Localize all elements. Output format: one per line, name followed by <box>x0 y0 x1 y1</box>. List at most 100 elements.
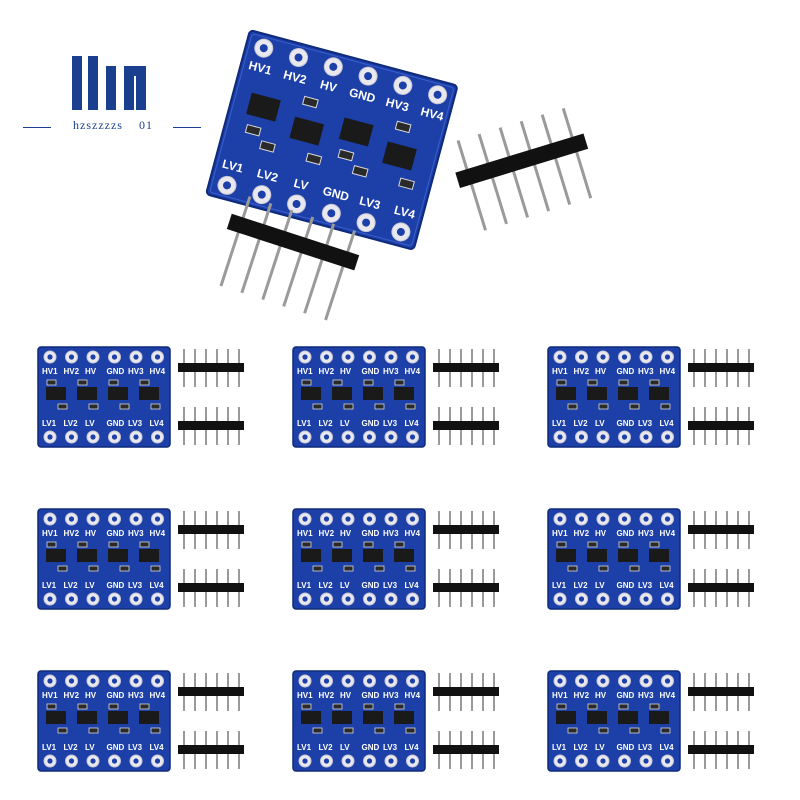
pad-hole-bottom-1 <box>68 596 75 602</box>
pad-hole-bottom-2 <box>600 758 606 764</box>
pad-hole-top-5 <box>409 516 416 522</box>
pad-hole-top-2 <box>600 516 606 522</box>
tile-label-top-5: HV4 <box>405 691 421 700</box>
hero-label-lv: LV <box>292 176 310 193</box>
tile-label-bottom-2: LV <box>340 743 350 752</box>
resistor-top-0 <box>46 379 57 386</box>
pad-hole-bottom-3 <box>621 434 628 440</box>
resistor-bottom-0 <box>312 565 323 572</box>
mosfet-chip-2 <box>108 549 128 562</box>
pad-hole-top-0 <box>557 678 563 684</box>
pad-hole-bottom-1 <box>323 758 330 764</box>
resistor-bottom-2 <box>374 727 385 734</box>
logo-brand-text: hzszzzzs <box>73 118 123 132</box>
mosfet-chip-3 <box>649 387 669 400</box>
tile-label-top-4: HV3 <box>383 367 399 376</box>
pad-hole-bottom-0 <box>557 758 563 764</box>
tile-label-bottom-1: LV2 <box>319 743 334 752</box>
tile-label-top-2: HV <box>595 691 607 700</box>
resistor-bottom-1 <box>343 565 354 572</box>
pad-hole-top-4 <box>388 678 394 684</box>
pad-hole-top-1 <box>68 678 75 684</box>
mosfet-chip-2 <box>618 387 638 400</box>
hero-label-hv: HV <box>319 77 339 95</box>
tile-label-top-1: HV2 <box>319 529 335 538</box>
header-body-bottom <box>433 421 499 430</box>
tile-label-top-5: HV4 <box>405 529 421 538</box>
tile-label-bottom-2: LV <box>340 419 350 428</box>
pad-hole-bottom-5 <box>409 758 416 764</box>
header-body-top <box>178 363 244 372</box>
tile-label-top-3: GND <box>617 367 635 376</box>
tile-label-bottom-0: LV1 <box>297 419 312 428</box>
hero-components <box>244 92 417 191</box>
pad-hole-top-4 <box>133 678 139 684</box>
tile-label-top-4: HV3 <box>638 367 654 376</box>
pad-hole-bottom-2 <box>345 434 351 440</box>
tile-label-bottom-5: LV4 <box>150 581 165 590</box>
pad-hole-top-4 <box>643 354 649 360</box>
resistor-bottom-0 <box>57 565 68 572</box>
pad-hole-bottom-5 <box>409 434 416 440</box>
pad-hole-top-4 <box>643 516 649 522</box>
header-body-top <box>433 687 499 696</box>
pad-hole-top-3 <box>366 354 373 360</box>
resistor-bottom-3 <box>405 727 416 734</box>
pad-hole-top-0 <box>302 516 308 522</box>
resistor-top-1 <box>77 541 88 548</box>
pad-hole-bottom-3 <box>621 758 628 764</box>
tile-label-bottom-5: LV4 <box>405 743 420 752</box>
pad-hole-bottom-2 <box>600 596 606 602</box>
pad-hole-bottom-5 <box>154 758 161 764</box>
hero-top-pads <box>254 38 448 105</box>
tile-label-top-1: HV2 <box>64 367 80 376</box>
tile-label-bottom-1: LV2 <box>574 419 589 428</box>
tile-label-top-3: GND <box>617 691 635 700</box>
tile-label-bottom-4: LV3 <box>128 419 143 428</box>
hero-product-image: HV1 HV2 HV GND HV3 HV4 LV1 LV2 LV GND LV… <box>205 10 625 340</box>
resistor-bottom-2 <box>374 403 385 410</box>
pad-hole-bottom-0 <box>302 758 308 764</box>
pad-hole-top-5 <box>664 678 671 684</box>
pad-hole-bottom-4 <box>643 596 649 602</box>
pad-hole-bottom-4 <box>643 758 649 764</box>
tile-label-bottom-0: LV1 <box>552 581 567 590</box>
tile-label-top-2: HV <box>85 691 97 700</box>
resistor-bottom-0 <box>567 727 578 734</box>
tile-label-top-3: GND <box>362 691 380 700</box>
resistor-top-0 <box>301 541 312 548</box>
mosfet-chip-2 <box>363 387 383 400</box>
pad-hole-bottom-4 <box>133 758 139 764</box>
pad-hole-bottom-1 <box>68 758 75 764</box>
resistor-bottom-0 <box>57 403 68 410</box>
pad-hole-bottom-5 <box>409 596 416 602</box>
pad-hole-bottom-5 <box>664 758 671 764</box>
pad-hole-top-2 <box>345 516 351 522</box>
hero-label-hv1: HV1 <box>247 58 273 78</box>
pad-hole-top-2 <box>90 516 96 522</box>
pad-hole-bottom-3 <box>366 758 373 764</box>
tile-label-bottom-1: LV2 <box>64 419 79 428</box>
resistor-top-0 <box>556 541 567 548</box>
pad-hole-top-3 <box>621 678 628 684</box>
pad-hole-bottom-0 <box>47 434 53 440</box>
tile-label-top-3: GND <box>362 367 380 376</box>
tile-label-bottom-2: LV <box>85 743 95 752</box>
mosfet-chip-1 <box>77 387 97 400</box>
mosfet-chip-1 <box>77 549 97 562</box>
resistor-top-3 <box>649 379 660 386</box>
tile-label-bottom-0: LV1 <box>552 743 567 752</box>
resistor-top-3 <box>394 703 405 710</box>
tile-label-bottom-4: LV3 <box>128 581 143 590</box>
mosfet-chip-0 <box>46 387 66 400</box>
pad-hole-top-3 <box>111 516 118 522</box>
pad-hole-top-2 <box>600 678 606 684</box>
pad-hole-bottom-5 <box>154 596 161 602</box>
resistor-bottom-2 <box>119 403 130 410</box>
tile-label-bottom-4: LV3 <box>383 419 398 428</box>
